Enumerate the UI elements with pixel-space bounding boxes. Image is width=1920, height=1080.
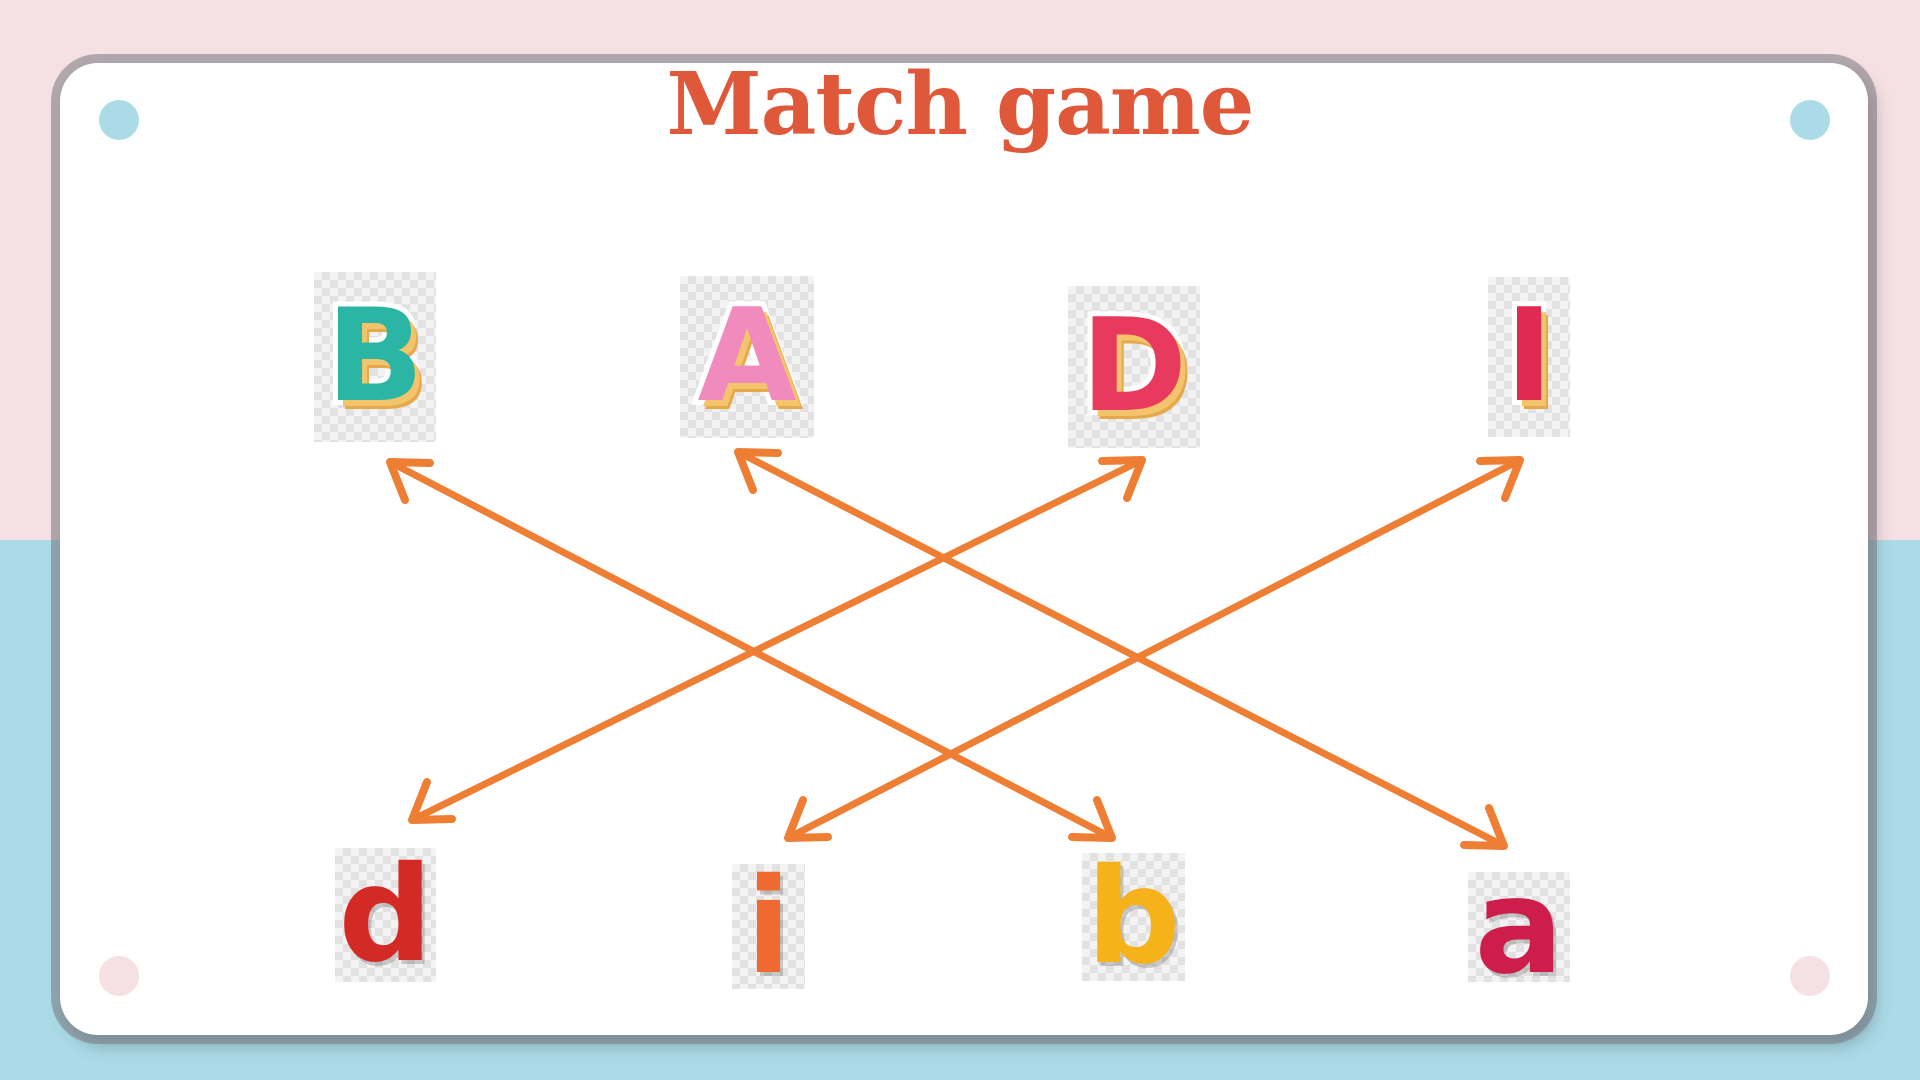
letter-tile-upper-d[interactable]: D	[1068, 286, 1200, 448]
letter-upper-i: I	[1500, 282, 1558, 431]
corner-dot-bottom-right	[1790, 956, 1830, 996]
arrow-line-i	[786, 456, 1522, 842]
letter-upper-b: B	[321, 282, 429, 431]
arrow-line-d	[410, 456, 1144, 824]
letter-lower-b: b	[1086, 840, 1181, 994]
letter-lower-a: a	[1474, 850, 1564, 1004]
letter-upper-a: A	[692, 282, 801, 431]
corner-dot-top-left	[99, 100, 139, 140]
letter-tile-lower-i[interactable]: i	[732, 861, 805, 993]
arrowhead-b-lower	[1068, 796, 1116, 842]
letter-lower-d: d	[338, 838, 433, 992]
letter-lower-i: i	[745, 849, 792, 1004]
arrowhead-a-upper	[734, 448, 782, 494]
arrowhead-d-upper	[1098, 456, 1146, 502]
arrow-line-a	[736, 448, 1506, 850]
arrowhead-d-lower	[408, 778, 456, 824]
arrowhead-a-lower	[1460, 804, 1508, 850]
arrowhead-i-lower	[784, 796, 832, 842]
letter-tile-upper-i[interactable]: I	[1488, 277, 1570, 437]
corner-dot-top-right	[1790, 100, 1830, 140]
corner-dot-bottom-left	[99, 956, 139, 996]
page-title: Match game	[666, 54, 1254, 155]
letter-tile-lower-d[interactable]: d	[335, 848, 436, 982]
letter-tile-lower-a[interactable]: a	[1468, 861, 1570, 993]
arrowhead-i-upper	[1476, 456, 1524, 502]
letter-upper-d: D	[1076, 292, 1192, 441]
letter-tile-upper-a[interactable]: A	[680, 276, 814, 438]
letter-tile-lower-b[interactable]: b	[1082, 840, 1185, 994]
arrowhead-b-upper	[386, 458, 434, 504]
letter-tile-upper-b[interactable]: B	[314, 272, 436, 442]
